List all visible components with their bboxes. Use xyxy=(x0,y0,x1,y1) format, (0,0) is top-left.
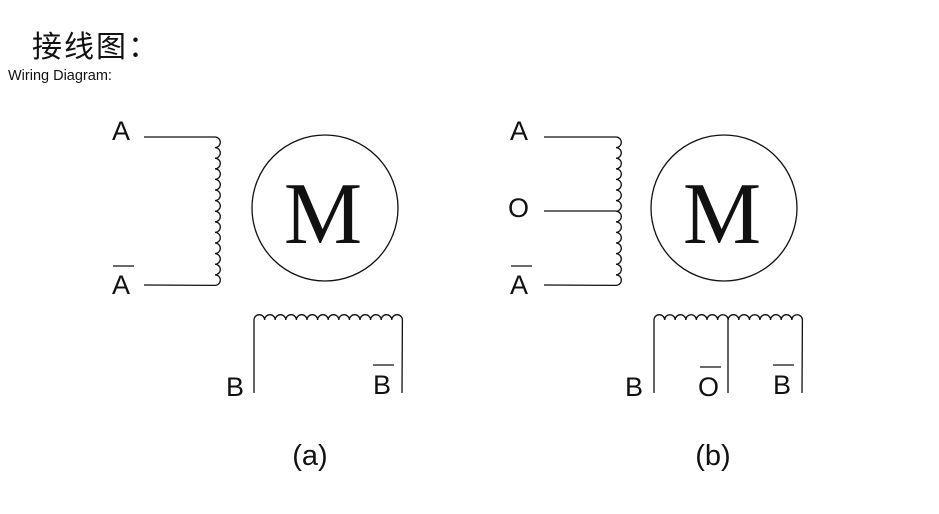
diagram-a: M A A B B (a) xyxy=(112,116,404,472)
label-a-terminal-b-bar: B xyxy=(373,370,391,400)
title-english: Wiring Diagram: xyxy=(8,68,112,84)
label-b-terminal-o-bar: O xyxy=(698,372,719,402)
motor-circle-a xyxy=(251,134,399,282)
coil-b-horizontal xyxy=(653,314,804,394)
diagram-b: M A O A B O B (b) xyxy=(508,116,804,472)
label-b-terminal-o: O xyxy=(508,193,529,223)
coil-b-vertical xyxy=(543,136,622,287)
coil-a-vertical xyxy=(143,136,221,287)
label-a-terminal-b: B xyxy=(226,372,244,402)
motor-label-b: M xyxy=(683,166,761,263)
label-a-terminal-a: A xyxy=(112,116,130,146)
motor-label-a: M xyxy=(284,166,362,263)
label-a-terminal-a-bar: A xyxy=(112,270,130,300)
label-b-terminal-b-bar: B xyxy=(773,370,791,400)
coil-a-horizontal xyxy=(253,314,404,394)
caption-b: (b) xyxy=(695,440,730,472)
label-b-terminal-b: B xyxy=(625,372,643,402)
caption-a: (a) xyxy=(292,440,327,472)
motor-circle-b xyxy=(650,134,798,282)
label-b-terminal-a: A xyxy=(510,116,528,146)
title-chinese: 接线图： xyxy=(32,30,160,65)
label-b-terminal-a-bar: A xyxy=(510,270,528,300)
